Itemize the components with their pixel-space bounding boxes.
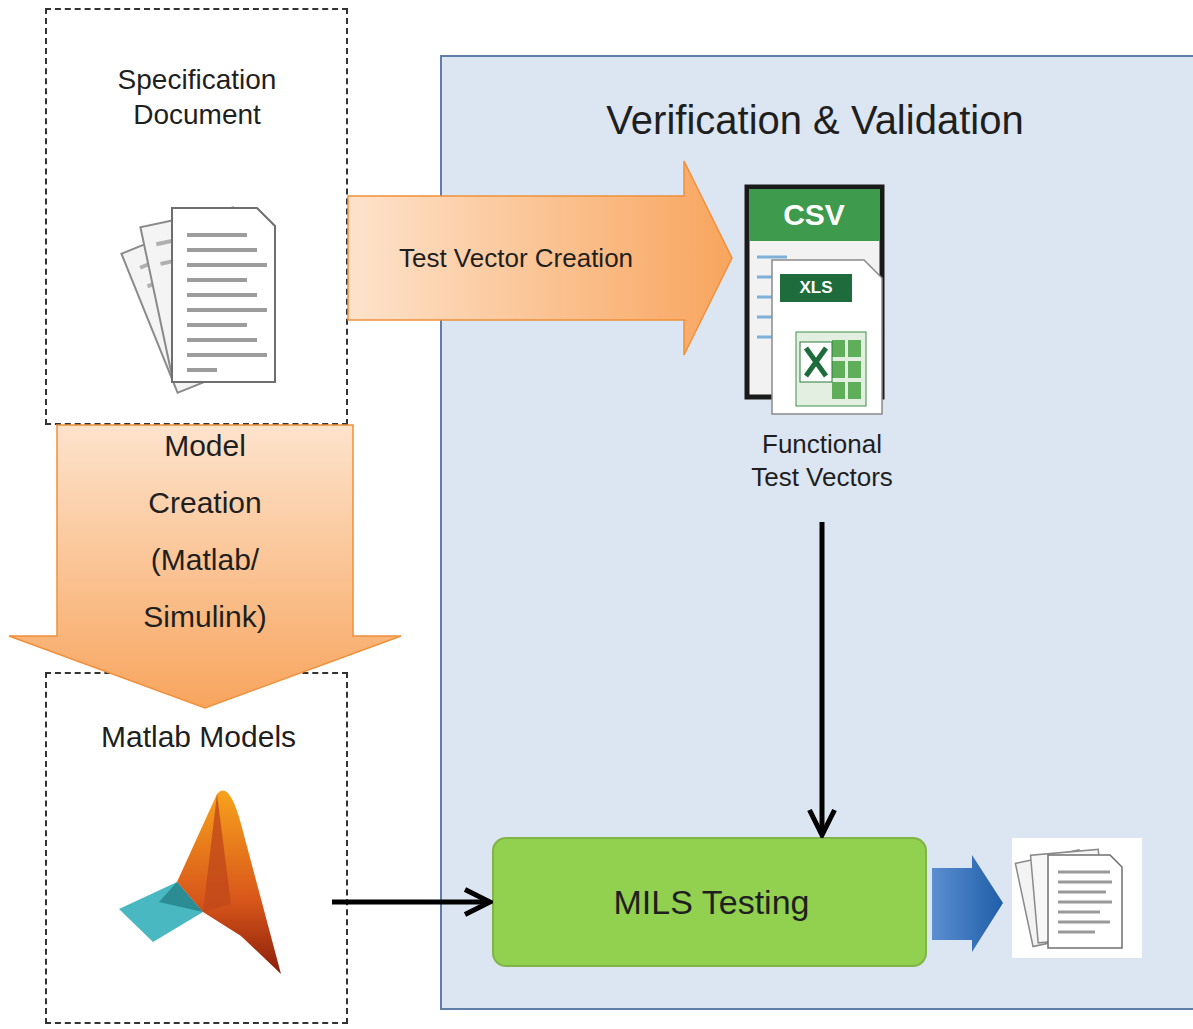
- edge-label: Model Creation (Matlab/ Simulink): [118, 417, 293, 645]
- connector-arrow: [332, 900, 490, 905]
- output-arrow: [932, 855, 1003, 952]
- connector-arrow: [820, 522, 825, 835]
- node-label: Functional Test Vectors: [737, 428, 907, 493]
- edge-label: Test Vector Creation: [399, 243, 633, 274]
- verification-panel: Functional Test Vectors CSV XLS MILS Testin…: [440, 55, 1193, 1010]
- block-arrow: [348, 161, 732, 355]
- file-type-label: XLS: [799, 278, 832, 298]
- test-vector-file: Functional Test Vectors CSV XLS: [732, 182, 912, 522]
- report-document-icon: [1012, 838, 1142, 958]
- file-type-label: CSV: [783, 198, 845, 232]
- spec-document-box: Specification Document: [45, 8, 348, 425]
- matlab-models-box: Matlab Models: [45, 672, 348, 1024]
- panel-title: Verification & Validation: [449, 95, 1182, 145]
- mils-testing-box: MILS Testing: [492, 837, 927, 967]
- block-arrow: [9, 425, 401, 708]
- node-label: Matlab Models: [67, 718, 330, 756]
- node-label: Specification Document: [77, 62, 317, 132]
- node-label: MILS Testing: [514, 881, 909, 924]
